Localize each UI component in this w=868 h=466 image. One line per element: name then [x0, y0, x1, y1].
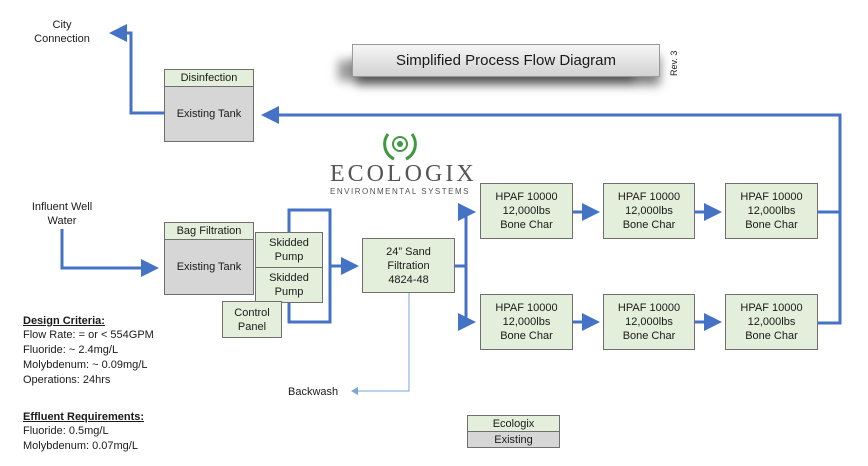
legend-ecologix: Ecologix [467, 415, 560, 432]
logo-subtitle: ENVIRONMENTAL SYSTEMS [330, 187, 470, 196]
sand-filter: 24” Sand Filtration 4824-48 [362, 238, 455, 293]
return-line [261, 106, 842, 214]
influent-label: Influent Well Water [31, 201, 93, 227]
effluent-line: Molybdenum: 0.07mg/L [23, 440, 138, 452]
sand-split-bottom [458, 266, 476, 331]
city-line [109, 24, 164, 115]
bag-filtration-tank: Existing Tank [164, 239, 254, 295]
backwash-label: Backwash [288, 386, 339, 398]
skidded-pump-2: Skidded Pump [255, 267, 323, 303]
effluent-line: Fluoride: 0.5mg/L [23, 425, 109, 437]
sand-split [455, 203, 476, 268]
backwash-line [351, 293, 410, 395]
ecologix-logo: ECOLOGIX ENVIRONMENTAL SYSTEMS [330, 128, 477, 200]
design-criteria-header: Design Criteria: [23, 315, 105, 327]
design-criteria-line: Molybdenum: ~ 0.09mg/L [23, 359, 148, 371]
hpaf-bottom-3: HPAF 10000 12,000lbs Bone Char [725, 294, 818, 350]
control-panel: Control Panel [222, 301, 282, 338]
design-criteria-line: Fluoride: ~ 2.4mg/L [23, 344, 119, 356]
hpaf-bottom-1: HPAF 10000 12,000lbs Bone Char [480, 294, 573, 350]
influent-line [60, 229, 159, 277]
hpaf-top-2: HPAF 10000 12,000lbs Bone Char [603, 183, 695, 239]
design-criteria-line: Flow Rate: = or < 554GPM [23, 329, 154, 341]
city-connection-label: City Connection [34, 19, 90, 45]
hpaf-bottom-2: HPAF 10000 12,000lbs Bone Char [603, 294, 695, 350]
disinfection-header: Disinfection [164, 69, 254, 87]
hpaf-top-1: HPAF 10000 12,000lbs Bone Char [480, 183, 573, 239]
skidded-pump-1: Skidded Pump [255, 232, 323, 268]
logo-name: ECOLOGIX [330, 161, 477, 187]
hpaf-top-3: HPAF 10000 12,000lbs Bone Char [725, 183, 818, 239]
diagram-title: Simplified Process Flow Diagram [352, 44, 660, 77]
revision-label: Rev. 3 [669, 50, 679, 76]
effluent-header: Effluent Requirements: [23, 411, 145, 423]
wreath-icon [383, 133, 417, 161]
disinfection-tank: Existing Tank [164, 86, 254, 142]
bag-filtration-header: Bag Filtration [164, 222, 254, 240]
return-line-bottom [818, 212, 842, 325]
design-criteria-line: Operations: 24hrs [23, 374, 111, 386]
legend-existing: Existing [467, 431, 560, 448]
